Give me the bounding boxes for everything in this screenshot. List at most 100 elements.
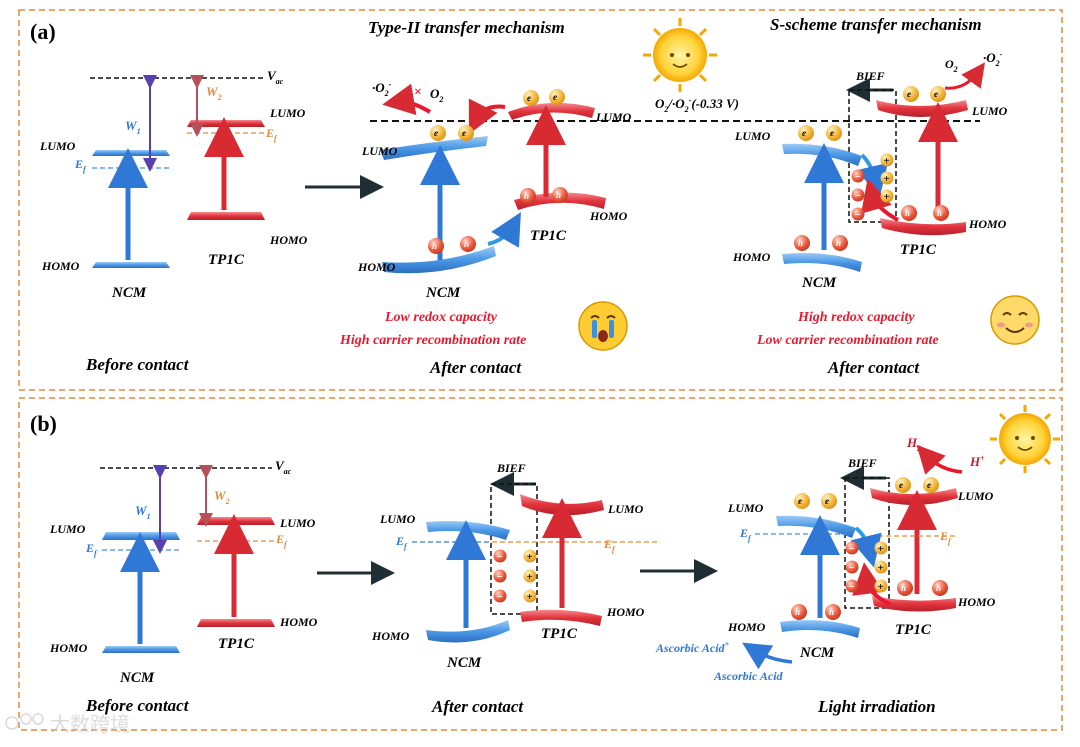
tp1c-lumo-label: LUMO xyxy=(971,104,1008,118)
tp1c-label: TP1C xyxy=(900,242,937,258)
svg-text:h: h xyxy=(556,190,561,200)
tp1c-homo-label: HOMO xyxy=(269,233,308,247)
svg-text:h: h xyxy=(829,607,834,617)
electron: e xyxy=(430,125,446,141)
svg-text:h: h xyxy=(464,239,469,249)
ncm-homo-label: HOMO xyxy=(371,629,410,643)
svg-text:−: − xyxy=(855,209,861,221)
svg-text:−: − xyxy=(849,581,855,593)
svg-text:e: e xyxy=(899,480,903,490)
negative-charge: − xyxy=(493,569,507,583)
recombination-arrow xyxy=(852,562,891,606)
tp1c-label: TP1C xyxy=(530,228,567,244)
ncm-lumo-label: LUMO xyxy=(49,522,86,536)
b-light-irradiation: BIEF H2 H+ LUMO Ef HOMO TP1C LUMO Ef HOM… xyxy=(655,435,996,716)
b-after-contact: BIEF LUMO Ef HOMO NCM LUMO Ef HOMO TP1C … xyxy=(371,461,660,716)
bief-label: BIEF xyxy=(847,456,877,470)
tp1c-label: TP1C xyxy=(541,626,578,642)
svg-text:e: e xyxy=(907,89,911,99)
tp1c-homo-label: HOMO xyxy=(279,615,318,629)
svg-text:+: + xyxy=(884,191,890,203)
svg-text:+: + xyxy=(878,581,884,593)
sun-icon xyxy=(643,18,717,92)
sscheme-note-redox: High redox capacity xyxy=(797,310,915,325)
ncm-label: NCM xyxy=(111,285,147,301)
svg-text:e: e xyxy=(927,480,931,490)
svg-text:+: + xyxy=(527,571,533,583)
tp1c-label: TP1C xyxy=(895,622,932,638)
hplus-label: H+ xyxy=(969,454,985,469)
positive-charge: + xyxy=(523,549,537,563)
svg-text:−: − xyxy=(855,171,861,183)
type2-caption: After contact xyxy=(429,358,522,377)
superoxide-label: ·O2- xyxy=(372,80,392,98)
electron: e xyxy=(458,125,474,141)
svg-text:h: h xyxy=(937,208,942,218)
ncm-label: NCM xyxy=(119,670,155,686)
ncm-homo-label: HOMO xyxy=(49,641,88,655)
tp1c-label: TP1C xyxy=(218,636,255,652)
svg-text:−: − xyxy=(497,551,503,563)
hole: h xyxy=(520,188,536,204)
tp1c-lumo-band xyxy=(870,488,958,505)
svg-text:e: e xyxy=(798,496,802,506)
hole: h xyxy=(933,205,949,221)
hole: h xyxy=(428,238,444,254)
before-contact-caption: Before contact xyxy=(85,355,190,374)
redox-potential-label: O2/·O2-(-0.33 V) xyxy=(655,96,739,114)
sscheme-caption: After contact xyxy=(827,358,920,377)
tp1c-homo-band xyxy=(872,596,956,612)
tp1c-ef-label: Ef xyxy=(275,532,288,549)
ncm-ef-label: Ef xyxy=(74,157,87,174)
vac-label: Vac xyxy=(275,458,292,476)
svg-text:e: e xyxy=(527,93,531,103)
tp1c-ef-label: Ef xyxy=(265,126,278,143)
hole: h xyxy=(832,235,848,251)
ncm-lumo-band xyxy=(782,143,862,166)
tp1c-lumo-band xyxy=(187,120,265,127)
ncm-homo-band xyxy=(382,246,496,274)
negative-charge: − xyxy=(845,560,859,574)
panel-b-label: (b) xyxy=(30,411,57,436)
svg-text:+: + xyxy=(527,551,533,563)
reduction-arrow xyxy=(944,62,986,90)
electron: e xyxy=(794,493,810,509)
watermark-text: 大数跨境 xyxy=(50,712,130,736)
ncm-lumo-label: LUMO xyxy=(361,144,398,158)
w1-label: W1 xyxy=(125,118,141,136)
tp1c-lumo-band xyxy=(520,494,604,516)
tp1c-label: TP1C xyxy=(208,252,245,268)
w2-label: W2 xyxy=(214,488,230,506)
ncm-homo-band xyxy=(102,646,180,653)
oxidation-arrow xyxy=(742,642,793,670)
positive-charge: + xyxy=(523,589,537,603)
recombination-arrow xyxy=(850,526,882,568)
hole: h xyxy=(932,580,948,596)
ncm-homo-band xyxy=(426,620,510,643)
w2-label: W2 xyxy=(206,84,222,102)
hole: h xyxy=(897,580,913,596)
tp1c-lumo-label: LUMO xyxy=(957,489,994,503)
tp1c-lumo-label: LUMO xyxy=(607,502,644,516)
svg-text:h: h xyxy=(524,191,529,201)
watermark: 大数跨境 xyxy=(5,712,130,736)
ncm-lumo-band xyxy=(776,515,856,538)
svg-text:−: − xyxy=(497,591,503,603)
sscheme-note-recombination: Low carrier recombination rate xyxy=(756,333,939,348)
hole: h xyxy=(552,187,568,203)
tp1c-homo-band xyxy=(880,218,966,236)
a-before-contact: Vac W1 LUMO Ef HOMO NCM W2 LUMO Ef HOMO … xyxy=(39,68,308,374)
svg-text:h: h xyxy=(905,208,910,218)
negative-charge: − xyxy=(851,169,865,183)
a-sscheme: BIEF O2 ·O2- LUMO HOMO TP1C LUMO HOMO NC… xyxy=(732,50,1008,377)
tp1c-lumo-label: LUMO xyxy=(269,106,306,120)
ncm-lumo-band xyxy=(92,150,170,156)
superoxide-label: ·O2- xyxy=(983,50,1003,68)
svg-text:e: e xyxy=(825,496,829,506)
before-contact-caption: Before contact xyxy=(85,696,190,715)
svg-text:e: e xyxy=(462,128,466,138)
ncm-ef-label: Ef xyxy=(85,541,98,558)
type2-note-redox: Low redox capacity xyxy=(384,310,498,325)
bief-label: BIEF xyxy=(855,69,885,83)
hole: h xyxy=(825,604,841,620)
